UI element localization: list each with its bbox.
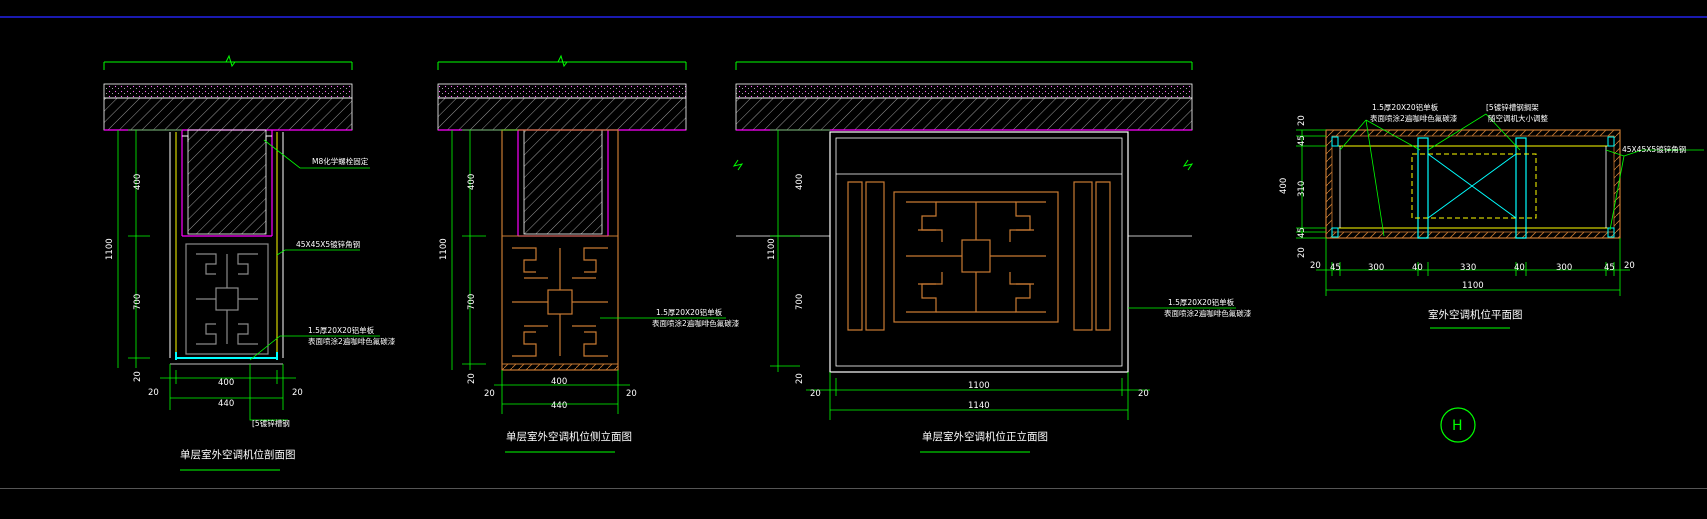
section-title: 单层室外空调机位剖面图 [180, 448, 296, 461]
side-dim-20-b: 20 [484, 389, 495, 399]
section-dim-400-top: 400 [133, 174, 143, 190]
front-dim-700: 700 [795, 294, 805, 310]
side-dim-1100: 1100 [439, 238, 449, 260]
section-dim-1100: 1100 [105, 238, 115, 260]
section-note-steel: [5镀锌槽钢 [252, 418, 290, 428]
plan-hdim-8: 20 [1624, 261, 1635, 271]
front-dim-20-a: 20 [795, 373, 805, 384]
plan-vdim-0: 20 [1297, 115, 1307, 126]
plan-hdim-5: 40 [1514, 263, 1525, 273]
plan-note-angle: 45X45X5镀锌角钢 [1622, 144, 1686, 154]
side-note-alu-1: 1.5厚20X20铝单板 [656, 307, 723, 317]
plan-note-steel-1: [5镀锌槽钢搁架 [1486, 102, 1539, 112]
side-dim-440-w: 440 [551, 401, 567, 411]
front-view [732, 61, 1236, 453]
front-dim-20-b: 20 [810, 389, 821, 399]
front-dim-1100: 1100 [767, 238, 777, 260]
section-note-alu-2: 表面喷涂2遍咖啡色氟碳漆 [308, 336, 396, 346]
top-border-line [0, 16, 1707, 18]
section-note-angle: 45X45X5镀锌角钢 [296, 239, 360, 249]
front-lattice [847, 181, 1111, 331]
plan-view [1296, 113, 1704, 443]
section-note-anchor: M8化学螺栓固定 [312, 156, 369, 166]
plan-vdim-3: 45 [1297, 227, 1307, 238]
side-dim-20-c: 20 [626, 389, 637, 399]
plan-note-alu-2: 表面喷涂2遍咖啡色氟碳漆 [1370, 113, 1458, 123]
side-note-alu-2: 表面喷涂2遍咖啡色氟碳漆 [652, 318, 740, 328]
plan-hdim-6: 300 [1556, 263, 1572, 273]
grid-bubble-icon [1440, 407, 1476, 443]
side-dim-400-top: 400 [467, 174, 477, 190]
section-dim-400-w: 400 [218, 378, 234, 388]
side-dim-700: 700 [467, 294, 477, 310]
front-dim-20-c: 20 [1138, 389, 1149, 399]
plan-hdim-4: 330 [1460, 263, 1476, 273]
section-dim-20-b: 20 [148, 388, 159, 398]
plan-hdim-3: 40 [1412, 263, 1423, 273]
plan-hdim-total: 1100 [1462, 281, 1484, 291]
plan-note-steel-2: 随空调机大小调整 [1488, 113, 1548, 123]
front-dim-400: 400 [795, 174, 805, 190]
side-dim-400-w: 400 [551, 377, 567, 387]
section-dim-20-c: 20 [292, 388, 303, 398]
front-dim-1100-w: 1100 [968, 381, 990, 391]
plan-vdim-4: 20 [1297, 247, 1307, 258]
side-dim-20-a: 20 [467, 373, 477, 384]
plan-hdim-1: 45 [1330, 263, 1341, 273]
section-dim-700: 700 [133, 294, 143, 310]
plan-title: 室外空调机位平面图 [1428, 308, 1523, 321]
plan-vdim-1: 45 [1297, 135, 1307, 146]
plan-vdim-total: 400 [1279, 178, 1289, 194]
section-note-alu-1: 1.5厚20X20铝单板 [308, 325, 375, 335]
plan-vdim-2: 310 [1297, 181, 1307, 197]
front-title: 单层室外空调机位正立面图 [922, 430, 1048, 443]
section-dim-20-a: 20 [133, 371, 143, 382]
side-view [437, 54, 726, 453]
front-note-alu-1: 1.5厚20X20铝单板 [1168, 297, 1235, 307]
grid-label: H [1452, 418, 1463, 434]
front-dim-1140-w: 1140 [968, 401, 990, 411]
bottom-border-line [0, 488, 1707, 489]
plan-hdim-0: 20 [1310, 261, 1321, 271]
side-title: 单层室外空调机位侧立面图 [506, 430, 632, 443]
front-note-alu-2: 表面喷涂2遍咖啡色氟碳漆 [1164, 308, 1252, 318]
section-lattice [185, 243, 269, 355]
plan-note-alu-1: 1.5厚20X20铝单板 [1372, 102, 1439, 112]
plan-hdim-7: 45 [1604, 263, 1615, 273]
plan-hdim-2: 300 [1368, 263, 1384, 273]
section-dim-440-w: 440 [218, 399, 234, 409]
section-view [103, 54, 380, 471]
side-lattice [512, 247, 608, 357]
